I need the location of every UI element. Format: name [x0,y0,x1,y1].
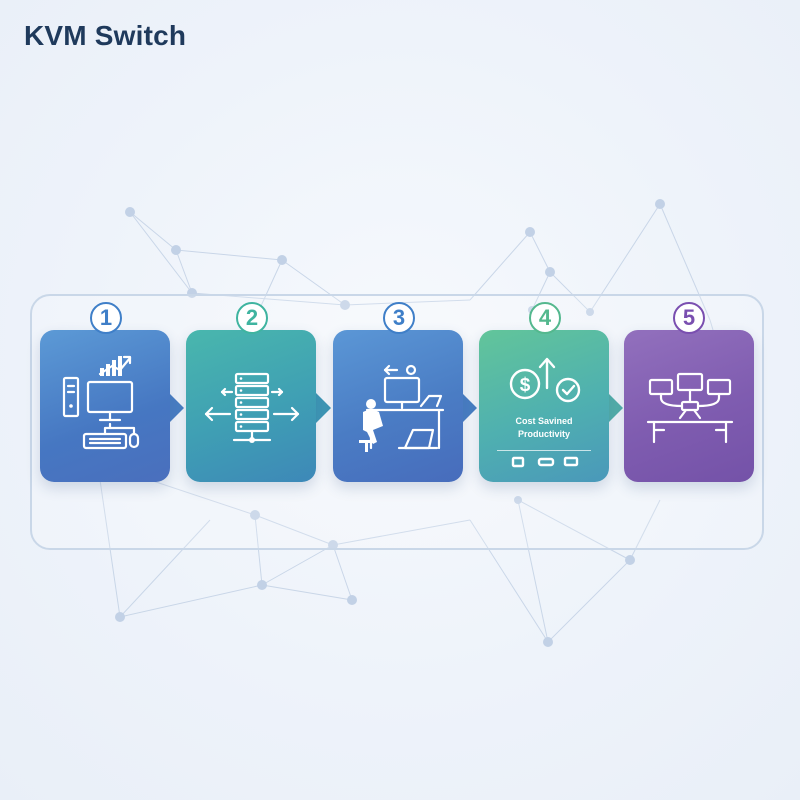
cost-productivity-icon: $ [509,357,581,468]
step-3-badge: 3 [383,302,415,334]
step-4-text-line2: Productivity [517,429,570,439]
step-2-card [186,330,316,482]
step-4-text-line1: Cost Savined [515,416,573,426]
step-4-badge: 4 [529,302,561,334]
step-arrow-3 [461,392,477,424]
step-1-badge: 1 [90,302,122,334]
step-arrow-2 [315,392,331,424]
step-4-divider [497,450,591,451]
step-arrow-1 [168,392,184,424]
pc-keyboard-growth-icon [62,355,140,450]
step-2-badge: 2 [236,302,268,334]
page-title: KVM Switch [24,20,187,51]
svg-text:$: $ [520,375,531,396]
step-arrow-4 [607,392,623,424]
user-at-workstation-icon [359,364,445,452]
step-4-card: $ Cost Savined Productivity [479,330,609,482]
step-1-card [40,330,170,482]
step-5-card [624,330,754,482]
step-3-card [333,330,463,482]
multi-monitor-desk-icon [646,372,734,444]
step-5-badge: 5 [673,302,705,334]
server-rack-icon [204,372,300,443]
